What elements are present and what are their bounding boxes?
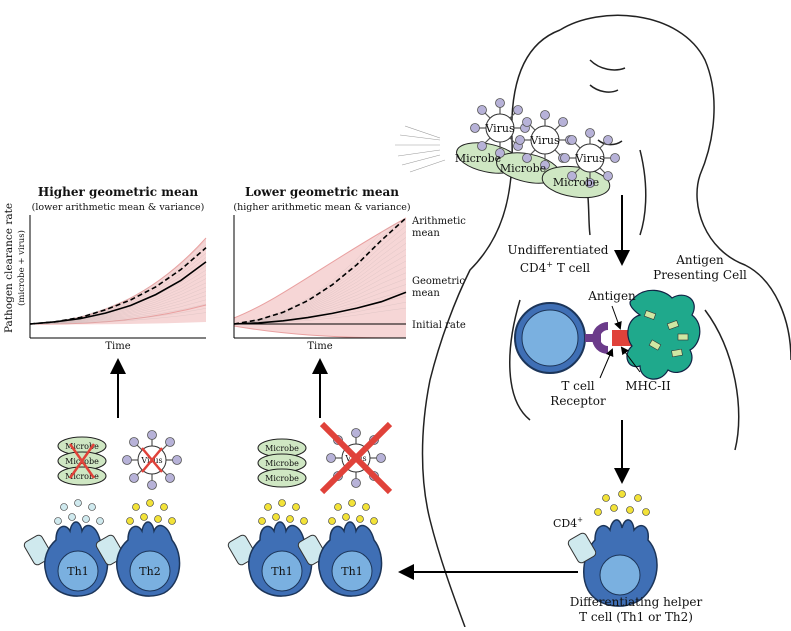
- th-cell-label: Th1: [271, 565, 292, 578]
- apc-label-1: Antigen: [675, 253, 724, 267]
- th-cell-label: Th1: [341, 565, 362, 578]
- microbe-label: Microbe: [265, 444, 299, 453]
- th-cell: Th1: [23, 500, 108, 597]
- initial-rate-label: Initial rate: [412, 320, 466, 331]
- cytokine-dot: [357, 516, 364, 523]
- cytokine-dot: [61, 504, 68, 511]
- arithmetic-label-1: Arithmetic: [411, 216, 466, 227]
- cytokine-dot: [301, 518, 308, 525]
- microbe-label: Microbe: [553, 176, 599, 189]
- cytokine-dot: [161, 504, 168, 511]
- th-cell: Th1: [297, 500, 382, 597]
- cytokine-dot: [259, 518, 266, 525]
- diff-label-1: Differentiating helper: [570, 595, 703, 609]
- cytokine-dot: [329, 518, 336, 525]
- cytokine-dot: [69, 514, 76, 521]
- t-cell-receptor: [592, 322, 608, 354]
- cytokine-dot: [147, 500, 154, 507]
- cytokine-dot: [127, 518, 134, 525]
- cytokine-dot: [265, 504, 272, 511]
- left-y-sublabel: (microbe + virus): [16, 230, 27, 306]
- left-y-label: Pathogen clearance rate: [3, 203, 15, 333]
- left-pathogen-group: Microbe Microbe Microbe Virus: [58, 431, 182, 490]
- cytokine-dot: [287, 516, 294, 523]
- left-chart-title: Higher geometric mean: [38, 185, 199, 199]
- right-chart-title: Lower geometric mean: [245, 185, 399, 199]
- cytokine-dot: [83, 516, 90, 523]
- cytokine-dot: [55, 518, 62, 525]
- right-pathogen-group: Microbe Microbe Microbe Virus: [258, 424, 390, 492]
- microbe-label: Microbe: [265, 459, 299, 468]
- left-chart-subtitle: (lower arithmetic mean & variance): [32, 202, 205, 213]
- arithmetic-label-2: mean: [412, 228, 440, 239]
- microbe-label: Microbe: [65, 442, 99, 451]
- cytokine-dot: [279, 500, 286, 507]
- cytokine-dot: [155, 516, 162, 523]
- right-chart-subtitle: (higher arithmetic mean & variance): [233, 202, 410, 213]
- geometric-label-2: mean: [412, 288, 440, 299]
- th-cell: Th2: [95, 500, 180, 597]
- cytokine-dot: [273, 514, 280, 521]
- antigen-presenting-cell: [627, 290, 700, 379]
- mhc-label: MHC-II: [625, 379, 671, 393]
- left-chart: Higher geometric mean (lower arithmetic …: [3, 185, 206, 352]
- differentiating-helper-cell: CD4+ Differentiating helper T cell (Th1 …: [553, 491, 703, 625]
- cytokine-dot: [343, 514, 350, 521]
- th-cell-label: Th2: [139, 565, 160, 578]
- th-cell-row: Th1 Th2 Th1 Th1: [23, 500, 382, 597]
- cytokine-dot: [97, 518, 104, 525]
- antigen-presentation: Undifferentiated CD4+ T cell Antigen Pre…: [508, 243, 748, 408]
- pathogen-cluster: Virus Virus Virus Microbe Microbe Microb…: [395, 99, 620, 202]
- undifferentiated-label: Undifferentiated: [508, 243, 609, 257]
- cytokine-dot: [363, 504, 370, 511]
- diff-label-2: T cell (Th1 or Th2): [579, 610, 693, 624]
- cytokine-dot: [141, 514, 148, 521]
- cd4-label: CD4+: [553, 516, 583, 530]
- virus-label: Virus: [529, 134, 560, 147]
- left-x-label: Time: [105, 341, 130, 352]
- cytokine-dot: [371, 518, 378, 525]
- cytokine-dot: [89, 504, 96, 511]
- tcr-label-2: Receptor: [550, 394, 606, 408]
- virus-label: Virus: [574, 152, 605, 165]
- microbe-label: Microbe: [265, 474, 299, 483]
- apc-label-2: Presenting Cell: [653, 268, 747, 282]
- antigen-label: Antigen: [587, 289, 636, 303]
- tcr-label-1: T cell: [561, 379, 594, 393]
- microbe-label: Microbe: [455, 152, 501, 165]
- right-chart: Lower geometric mean (higher arithmetic …: [233, 185, 466, 352]
- cd4-t-cell-label: CD4+ T cell: [520, 260, 590, 275]
- virus-label: Virus: [484, 122, 515, 135]
- cytokine-dot: [335, 504, 342, 511]
- cytokine-dot: [349, 500, 356, 507]
- cytokine-dot: [133, 504, 140, 511]
- th-cell-label: Th1: [67, 565, 88, 578]
- right-x-label: Time: [307, 341, 332, 352]
- cytokine-dot: [169, 518, 176, 525]
- cytokine-dot: [75, 500, 82, 507]
- microbe-label: Microbe: [500, 162, 546, 175]
- cytokine-dot: [293, 504, 300, 511]
- geometric-label-1: Geometric: [412, 276, 465, 287]
